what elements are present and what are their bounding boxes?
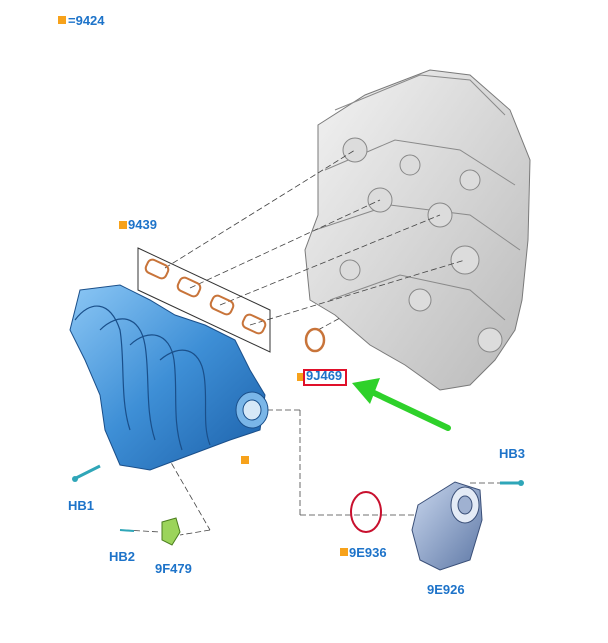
oring-9j469 [304,327,326,353]
label-bolt-hb2[interactable]: HB2 [109,549,136,564]
orange-square-icon [119,221,127,229]
intake-manifold [69,284,269,471]
orange-square-icon [297,373,305,381]
label-bolt-hb3[interactable]: HB3 [499,446,526,461]
engine-block [304,69,531,391]
green-arrow-icon [352,378,451,431]
bolt-hb3 [500,480,524,486]
label-oring[interactable]: 9J469 [306,368,343,383]
orange-square-icon [241,456,249,464]
header-label: =9424 [68,13,105,28]
orange-square-icon [340,548,348,556]
seal-9e936 [350,491,382,533]
bolt-hb1 [72,464,101,482]
label-throttle-seal[interactable]: 9E936 [349,545,387,560]
bracket-9f479 [161,517,181,546]
label-bolt-hb1[interactable]: HB1 [68,498,95,513]
alignment-lines [124,149,510,536]
throttle-body-9e926 [411,481,483,571]
label-throttle-body[interactable]: 9E926 [427,582,465,597]
label-gasket-set[interactable]: 9439 [128,217,157,232]
highlight-box [303,369,347,386]
bolt-hb2 [119,529,135,532]
gasket-set-frame [137,247,271,353]
label-bracket[interactable]: 9F479 [155,561,192,576]
orange-square-icon [58,16,66,24]
